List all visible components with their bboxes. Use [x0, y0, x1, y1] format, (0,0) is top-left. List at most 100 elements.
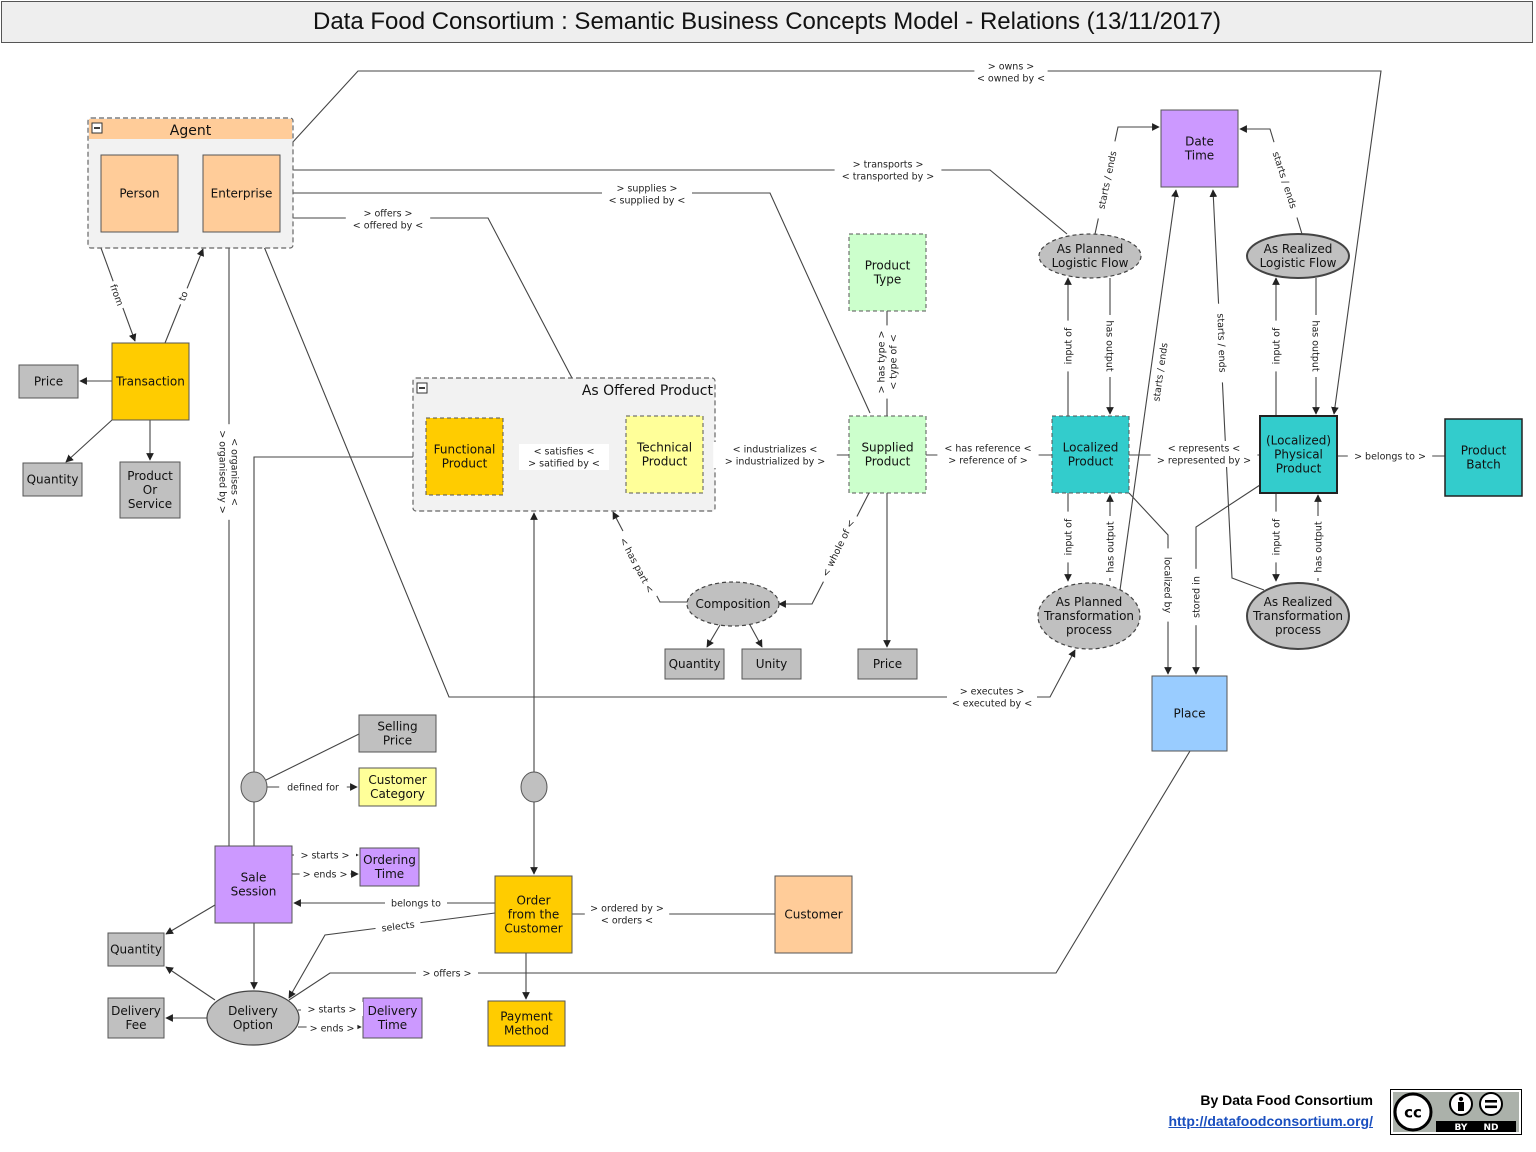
- svg-text:> owns >: > owns >: [988, 62, 1035, 73]
- label-transports: > transports >< transported by >: [834, 157, 942, 183]
- node-person[interactable]: Person: [100, 154, 179, 233]
- label-belongs-to: belongs to: [385, 896, 447, 910]
- edge-junction-selling: [265, 733, 360, 781]
- node-label: from the: [508, 908, 559, 922]
- label-delivery-ends: > ends >: [306, 1021, 358, 1035]
- node-label: Delivery: [228, 1004, 278, 1018]
- svg-text:> ends >: > ends >: [310, 1024, 355, 1035]
- node-label: Service: [128, 497, 172, 511]
- label-represents: < represents <> represented by >: [1150, 441, 1258, 467]
- svg-text:< has part <: < has part <: [617, 536, 655, 595]
- node-quantity-composition[interactable]: Quantity: [664, 648, 725, 680]
- node-label: Logistic Flow: [1260, 256, 1337, 270]
- cc-text: cc: [1404, 1104, 1422, 1122]
- collapse-icon[interactable]: [91, 122, 103, 134]
- node-label: Localized: [1063, 441, 1119, 455]
- node-composition[interactable]: Composition: [686, 581, 780, 627]
- svg-text:input of: input of: [1064, 327, 1075, 364]
- node-label: Selling: [377, 720, 417, 734]
- svg-text:< industrializes <: < industrializes <: [733, 445, 818, 456]
- node-label: Customer: [504, 922, 562, 936]
- node-label: Transformation: [1252, 609, 1343, 623]
- node-label: Place: [1174, 707, 1206, 721]
- edge-localized-by: [1128, 492, 1172, 675]
- node-label: Product: [442, 457, 488, 471]
- svg-text:> starts >: > starts >: [307, 1005, 356, 1016]
- credit-link[interactable]: http://datafoodconsortium.org/: [1168, 1113, 1373, 1129]
- svg-text:has output: has output: [1104, 320, 1115, 371]
- node-label: As Planned: [1056, 595, 1122, 609]
- svg-text:> offers >: > offers >: [363, 209, 412, 220]
- page-title: Data Food Consortium : Semantic Business…: [312, 8, 1221, 35]
- svg-text:> belongs to >: > belongs to >: [1354, 452, 1426, 463]
- node-label: Quantity: [110, 943, 162, 957]
- svg-text:> organised by >: > organised by >: [217, 430, 228, 514]
- svg-text:> starts >: > starts >: [300, 851, 349, 862]
- node-label: Person: [119, 187, 159, 201]
- collapse-icon[interactable]: [416, 382, 428, 394]
- node-label: Delivery: [111, 1004, 161, 1018]
- svg-text:< supplied by <: < supplied by <: [609, 196, 686, 207]
- svg-text:< whole of <: < whole of <: [820, 518, 857, 579]
- edge-whole-of: [778, 492, 870, 608]
- svg-text:belongs to: belongs to: [391, 899, 441, 910]
- label-art-output: has output: [1311, 516, 1325, 578]
- edge-selects: [288, 912, 496, 999]
- svg-text:< owned by <: < owned by <: [977, 74, 1045, 85]
- label-industrializes: < industrializes <> industrialized by >: [713, 442, 837, 468]
- label-defined-for: defined for: [279, 780, 347, 794]
- node-place[interactable]: Place: [1151, 675, 1228, 752]
- node-quantity-delivery[interactable]: Quantity: [107, 932, 165, 967]
- node-enterprise[interactable]: Enterprise: [202, 154, 281, 233]
- node-customer[interactable]: Customer: [774, 875, 853, 954]
- edge-composition-unity: [749, 624, 763, 648]
- node-label: Quantity: [669, 657, 721, 671]
- node-label: As Realized: [1264, 595, 1333, 609]
- node-price-transaction[interactable]: Price: [18, 364, 79, 399]
- label-owns: > owns >< owned by <: [974, 59, 1048, 85]
- node-price-supplied[interactable]: Price: [857, 648, 918, 680]
- svg-text:> has type >: > has type >: [877, 331, 888, 394]
- label-offers: > offers >< offered by <: [345, 206, 431, 232]
- svg-text:> ordered by >: > ordered by >: [590, 904, 664, 915]
- node-quantity-transaction[interactable]: Quantity: [22, 462, 83, 497]
- svg-text:< type of <: < type of <: [889, 334, 900, 389]
- svg-text:< orders <: < orders <: [601, 916, 653, 927]
- node-transaction[interactable]: Transaction: [111, 342, 190, 421]
- node-label: Session: [231, 885, 277, 899]
- label-apl-starts: starts / ends: [1091, 140, 1123, 220]
- node-unity[interactable]: Unity: [741, 648, 802, 680]
- node-label: Enterprise: [211, 187, 273, 201]
- junction-order: [520, 771, 548, 803]
- credit-author: By Data Food Consortium: [1200, 1092, 1373, 1108]
- node-label: Product: [1276, 462, 1322, 476]
- node-label: Ordering: [363, 853, 416, 867]
- label-apt-output: has output: [1103, 516, 1117, 578]
- no-derivatives-icon: [1479, 1092, 1503, 1116]
- node-label: Customer: [368, 773, 426, 787]
- label-executes: > executes >< executed by <: [947, 684, 1037, 710]
